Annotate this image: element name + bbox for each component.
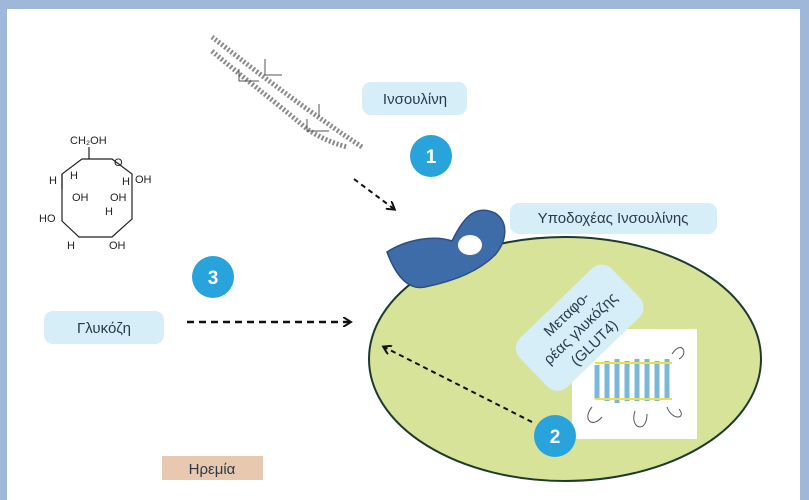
transporter-label-box <box>515 264 644 391</box>
svg-text:2: 2 <box>550 427 561 448</box>
insulin-label-box <box>362 82 467 115</box>
glut4-structure-icon <box>572 329 697 439</box>
hydrogen-label-1: H <box>49 175 57 187</box>
hydrogen-label-2: H <box>70 170 78 182</box>
hydroxyl-label-5: OH <box>109 240 126 252</box>
glucose-label-box <box>44 311 164 344</box>
diagram-frame: CH₂OH O OH OH OH HO OH H H H H H <box>7 9 800 500</box>
receptor-label-box <box>510 203 717 234</box>
glucose-label: Γλυκόζη <box>77 320 131 337</box>
glut4-translocation-arrow <box>384 347 533 423</box>
state-label-box <box>162 456 263 480</box>
hydroxyl-label-1: OH <box>135 174 152 186</box>
hydrogen-label-5: H <box>67 240 75 252</box>
step-badge-1: 1 <box>410 135 452 177</box>
diagram-canvas: CH₂OH O OH OH OH HO OH H H H H H <box>39 35 762 482</box>
glucose-molecule-icon: CH₂OH O OH OH OH HO OH H H H H H <box>39 135 152 252</box>
receptor-binding-pocket <box>458 235 482 255</box>
state-label: Ηρεμία <box>189 461 236 478</box>
svg-text:3: 3 <box>208 268 219 289</box>
receptor-label: Υποδοχέας Ινσουλίνης <box>538 210 689 227</box>
hydroxyl-label-2: OH <box>72 192 89 204</box>
receptor-icon <box>386 209 506 289</box>
hydrogen-label-3: H <box>122 176 130 188</box>
insulin-label: Ινσουλίνη <box>383 91 447 108</box>
ring-oxygen-label: O <box>114 157 123 169</box>
step-badge-2: 2 <box>534 415 576 457</box>
step-badge-3: 3 <box>192 256 234 298</box>
hydroxyl-label-4: HO <box>39 213 56 225</box>
insulin-chain-icon <box>210 35 364 150</box>
ch2oh-label: CH₂OH <box>70 135 107 147</box>
hydroxyl-label-3: OH <box>110 192 127 204</box>
hydrogen-label-4: H <box>105 206 113 218</box>
insulin-binding-arrow <box>353 178 394 209</box>
svg-text:1: 1 <box>426 147 437 168</box>
